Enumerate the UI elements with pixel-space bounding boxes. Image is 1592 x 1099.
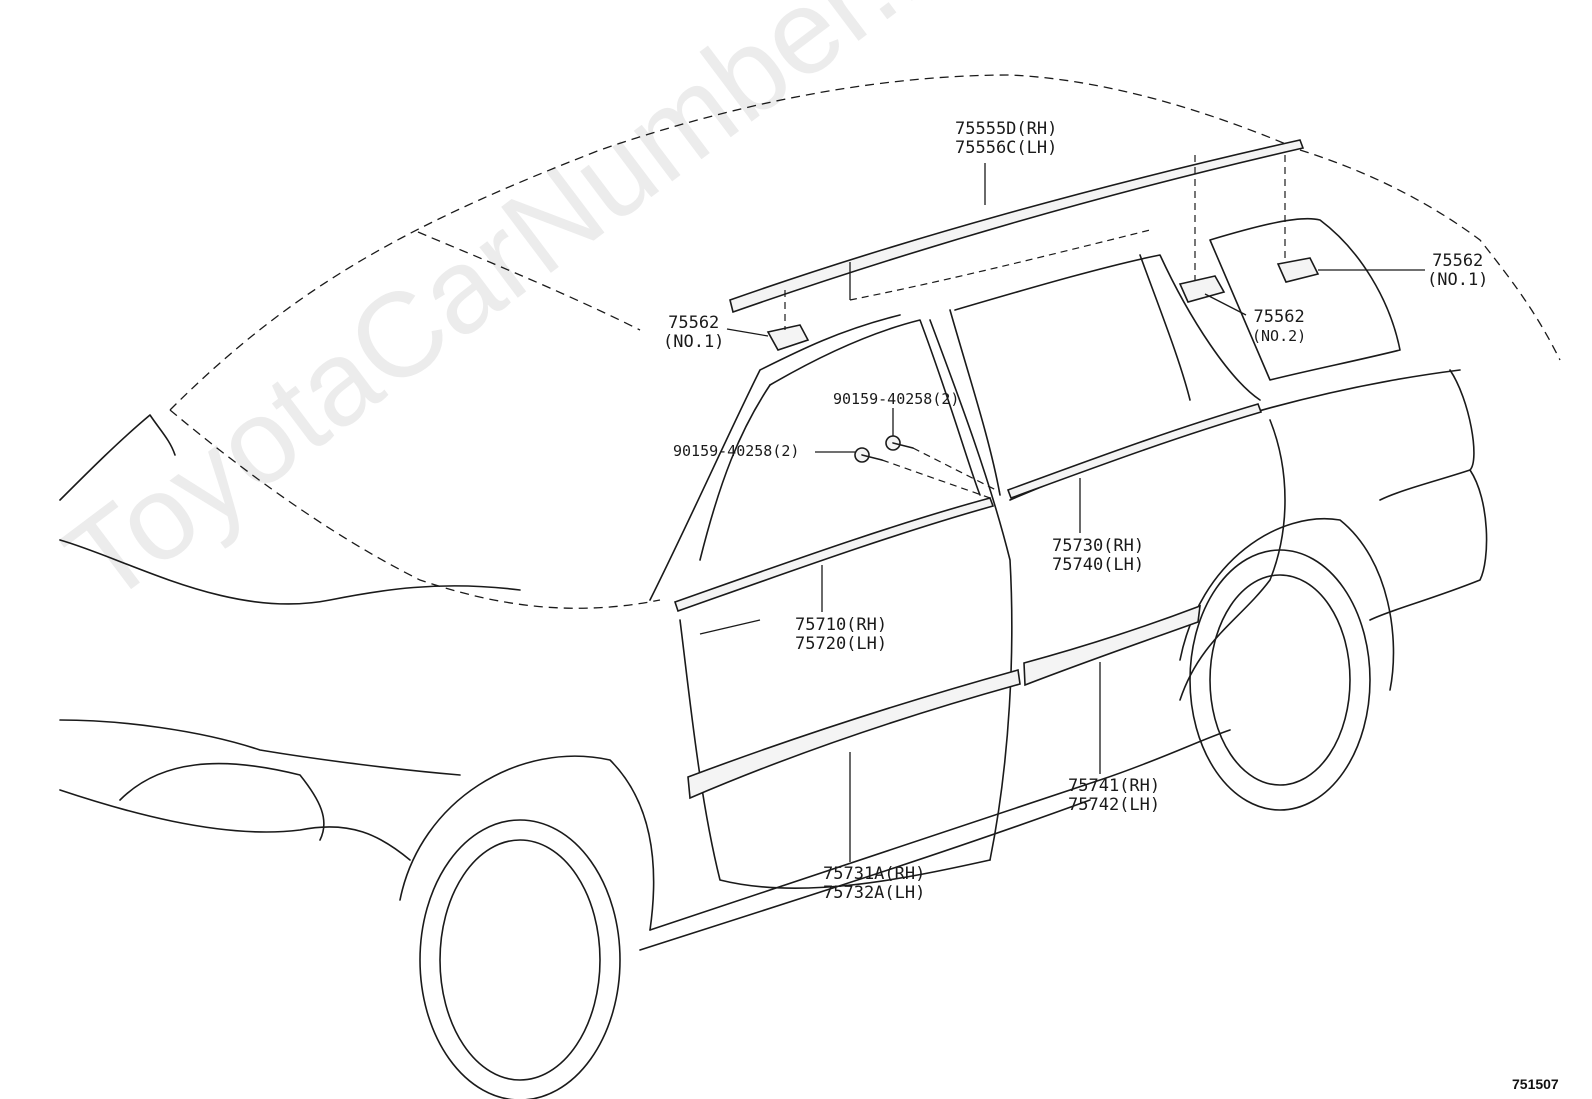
callout-clip-mid-number: 75562 xyxy=(1253,307,1305,327)
callout-roof-rail-lh: 75556C(LH) xyxy=(955,138,1058,158)
front-wheelarch xyxy=(399,755,655,931)
callout-front-belt-rh: 75710(RH) xyxy=(795,615,888,635)
rear-bumper xyxy=(1369,469,1488,621)
rear-wheel-inner xyxy=(1209,574,1351,786)
callout-roof-rail: 75555D(RH) 75556C(LH) xyxy=(955,120,1057,158)
quarter-window xyxy=(1209,217,1401,381)
callout-rear-side-moulding-lh: 75742(LH) xyxy=(1068,795,1161,815)
callout-screw-lower-number: 90159-40258(2) xyxy=(673,442,800,460)
roof-rail-guide xyxy=(849,229,1151,301)
b-pillar xyxy=(949,309,1001,496)
c-pillar xyxy=(1139,254,1191,401)
leader-clip-mid xyxy=(1204,293,1247,316)
callout-roof-rail-rh: 75555D(RH) xyxy=(955,119,1058,139)
callout-rear-side-moulding-rh: 75741(RH) xyxy=(1068,776,1161,796)
bumper xyxy=(59,789,411,861)
rocker-panel xyxy=(649,729,1231,931)
hood-left-edge xyxy=(59,414,176,501)
callout-clip-rear: 75562 (NO.1) xyxy=(1427,252,1488,290)
guide-screw-upper xyxy=(912,447,1001,493)
front-door-rear-edge xyxy=(929,319,1013,861)
rear-belt-moulding xyxy=(1006,403,1263,500)
leader-front-belt-2 xyxy=(699,619,761,635)
leader-clip-front xyxy=(726,328,769,337)
callout-front-belt-lh: 75720(LH) xyxy=(795,634,888,654)
a-pillar-inner xyxy=(699,384,771,561)
headlamp xyxy=(119,762,325,841)
callout-screw-upper-number: 90159-40258(2) xyxy=(833,390,960,408)
callout-clip-mid: 75562 (NO.2) xyxy=(1252,308,1306,346)
rear-door-edge xyxy=(1179,419,1286,701)
roof-right-edge xyxy=(1299,149,1561,361)
screw-upper-shape xyxy=(885,435,914,451)
callout-rear-side-moulding: 75741(RH) 75742(LH) xyxy=(1068,777,1160,815)
callout-clip-rear-note: (NO.1) xyxy=(1427,270,1489,290)
figure-number: 751507 xyxy=(1512,1076,1559,1092)
windshield-top xyxy=(169,409,661,609)
hood-crease xyxy=(59,539,521,605)
callout-clip-rear-number: 75562 xyxy=(1432,251,1484,271)
rocker-lower xyxy=(639,799,1091,951)
body-side-line xyxy=(1009,369,1461,501)
callout-clip-front-note: (NO.1) xyxy=(663,332,725,352)
front-wheel xyxy=(419,819,621,1099)
a-pillar xyxy=(649,314,901,601)
roof-front-edge xyxy=(417,231,641,331)
hood-front xyxy=(59,719,461,776)
roof-outline xyxy=(169,74,1301,411)
callout-front-side-moulding-rh: 75731A(RH) xyxy=(823,864,926,884)
callout-clip-front-number: 75562 xyxy=(668,313,720,333)
front-wheel-inner xyxy=(439,839,601,1081)
roof-rail-part xyxy=(729,139,1305,314)
clip-front-shape xyxy=(766,324,810,351)
callout-rear-belt-lh: 75740(LH) xyxy=(1052,555,1145,575)
callout-clip-mid-note: (NO.2) xyxy=(1252,327,1307,345)
rear-quarter xyxy=(1379,369,1475,501)
rear-window xyxy=(954,254,1261,401)
callout-clip-front: 75562 (NO.1) xyxy=(663,314,724,352)
rear-side-moulding xyxy=(1023,604,1201,687)
rear-wheel xyxy=(1189,549,1371,811)
clip-mid-shape xyxy=(1178,275,1226,303)
callout-front-belt: 75710(RH) 75720(LH) xyxy=(795,616,887,654)
rear-wheelarch xyxy=(1179,518,1395,691)
front-window xyxy=(769,319,981,496)
callout-screw-upper: 90159-40258(2) xyxy=(833,390,959,409)
callout-front-side-moulding-lh: 75732A(LH) xyxy=(823,883,926,903)
front-belt-moulding xyxy=(673,497,995,613)
clip-rear-shape xyxy=(1276,257,1320,283)
callout-front-side-moulding: 75731A(RH) 75732A(LH) xyxy=(823,865,925,903)
front-door-frame xyxy=(679,619,991,890)
callout-screw-lower: 90159-40258(2) xyxy=(673,442,799,461)
callout-rear-belt-rh: 75730(RH) xyxy=(1052,536,1145,556)
screw-lower-shape xyxy=(854,447,883,463)
front-side-moulding xyxy=(687,668,1021,800)
callout-rear-belt: 75730(RH) 75740(LH) xyxy=(1052,537,1144,575)
